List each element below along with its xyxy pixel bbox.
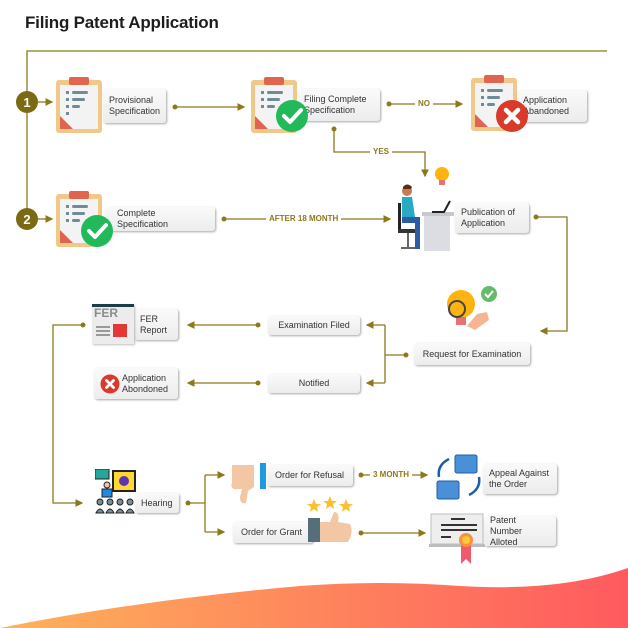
node-notified[interactable]: Notified	[268, 374, 360, 393]
step-2-badge: 2	[16, 208, 38, 230]
node-filing-complete-specification[interactable]: Filing Complete Specification	[298, 89, 380, 121]
node-request-for-examination[interactable]: Request for Examination	[414, 343, 530, 365]
node-label: Hearing	[141, 497, 173, 508]
node-label: Examination Filed	[278, 320, 350, 330]
node-label: Provisional Specification	[109, 95, 161, 116]
certificate-icon	[429, 513, 485, 564]
node-publication-of-application[interactable]: Publication of Application	[455, 203, 529, 233]
node-label: Appeal Against the Order	[489, 468, 550, 489]
clipboard-icon	[56, 77, 102, 133]
edge-label-yes: YES	[370, 147, 393, 156]
edge-label-after-18-month: AFTER 18 MONTH	[266, 214, 342, 223]
fer-icon-text: FER	[94, 306, 118, 320]
decorative-wave	[0, 568, 628, 628]
node-examination-filed[interactable]: Examination Filed	[268, 316, 360, 335]
stars-icon	[307, 496, 353, 512]
node-application-abandoned-top[interactable]: Application Abandoned	[517, 90, 587, 122]
node-label: Order for Refusal	[275, 470, 345, 480]
hearing-audience-icon	[95, 469, 136, 514]
check-icon	[276, 100, 308, 132]
bulb-inspection-icon	[447, 286, 497, 330]
connector-fer-hearing	[52, 324, 84, 507]
node-label: Patent Number Alloted	[490, 514, 523, 547]
node-label: Notified	[298, 378, 330, 388]
node-label: Application Abandoned	[523, 95, 570, 116]
thumbs-down-icon	[231, 463, 266, 504]
cross-icon	[496, 100, 528, 132]
node-label: Application Abondoned	[122, 372, 169, 394]
node-fer-report[interactable]: FER Report	[134, 309, 178, 340]
appeal-thumbs-icon	[436, 454, 481, 500]
page-title: Filing Patent Application	[25, 13, 219, 32]
node-order-for-grant[interactable]: Order for Grant	[233, 522, 313, 543]
edge-label-3-month: 3 MONTH	[370, 470, 412, 479]
step-1-badge: 1	[16, 91, 38, 113]
person-at-desk-icon	[398, 167, 454, 251]
edge-label-no: NO	[415, 99, 433, 108]
connector-publication-request	[536, 216, 568, 335]
node-patent-number-alloted[interactable]: Patent Number Alloted	[484, 514, 556, 547]
node-appeal-against-the-order[interactable]: Appeal Against the Order	[483, 464, 557, 494]
connector-request-branches	[367, 324, 406, 384]
thumbs-up-icon	[308, 512, 352, 542]
node-complete-specification[interactable]: Complete Specification	[105, 207, 215, 231]
frame-line	[26, 50, 607, 219]
node-label: FER Report	[140, 313, 168, 335]
check-icon	[81, 215, 113, 247]
node-label: Publication of Application	[461, 207, 516, 228]
node-hearing[interactable]: Hearing	[135, 493, 179, 513]
node-label: Request for Examination	[422, 348, 522, 359]
node-provisional-specification[interactable]: Provisional Specification	[103, 89, 166, 123]
node-label: Order for Grant	[241, 527, 303, 537]
cross-icon	[100, 374, 120, 394]
node-label: Complete Specification	[117, 208, 169, 229]
node-order-for-refusal[interactable]: Order for Refusal	[267, 465, 353, 486]
fer-document-icon: FER	[92, 304, 134, 344]
connector-hearing-orders	[188, 474, 222, 533]
node-label: Filing Complete Specification	[304, 94, 367, 115]
